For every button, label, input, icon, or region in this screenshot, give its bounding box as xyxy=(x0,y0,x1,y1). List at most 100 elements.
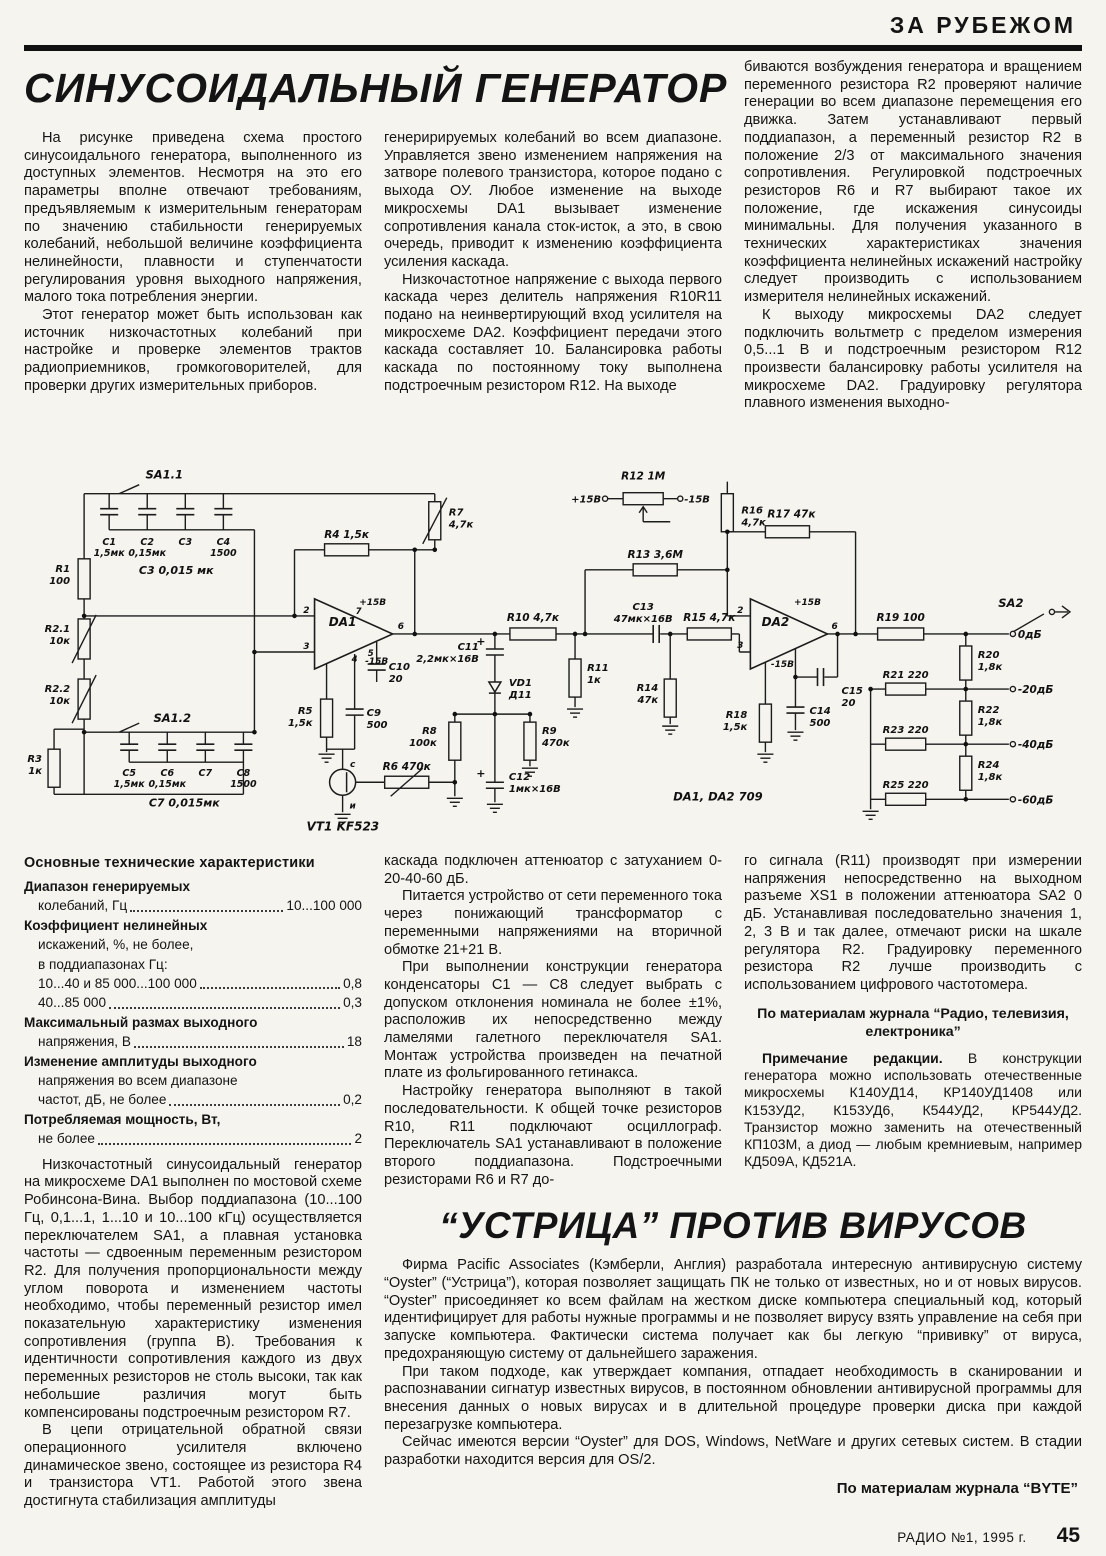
article1-title: СИНУСОИДАЛЬНЫЙ ГЕНЕРАТОР xyxy=(24,65,728,111)
spec-item: напряжения, В 18 xyxy=(24,1032,362,1051)
spec-leader xyxy=(133,1032,344,1048)
specs-title: Основные технические характеристики xyxy=(24,855,315,871)
schematic-label: -20дБ xyxy=(1018,684,1053,696)
schematic-label: С9 xyxy=(367,708,381,719)
schematic-label: 3 xyxy=(303,642,309,652)
schematic-label: Д11 xyxy=(508,690,532,701)
schematic-label: С15 xyxy=(842,686,863,697)
schematic-label: R20 xyxy=(978,650,1000,661)
spec-leader xyxy=(109,993,341,1009)
spec-label: 40...85 000 xyxy=(38,995,107,1011)
paragraph: При таком подходе, как утверждает компан… xyxy=(384,1363,1082,1433)
schematic-label: 1,8к xyxy=(978,772,1003,783)
schematic-label: R24 xyxy=(978,760,1000,771)
spec-value: 10...100 000 xyxy=(286,898,362,914)
resistors xyxy=(47,491,973,806)
schematic-label: R11 xyxy=(587,663,609,674)
spec-value: 18 xyxy=(346,1034,362,1050)
schematic-label: R22 xyxy=(978,705,1000,716)
spec-label: напряжения во всем диапазоне xyxy=(38,1073,238,1089)
diode-vd1 xyxy=(487,681,503,694)
schematic-label: 1,8к xyxy=(978,717,1003,728)
schematic-label: 47к xyxy=(636,695,658,706)
schematic-label: R15 4,7к xyxy=(683,612,736,624)
article1-column-3: биваются возбуждения генератора и вращен… xyxy=(744,59,1082,461)
bottom-section: Основные технические характеристики Диап… xyxy=(24,853,1082,1511)
schematic-label: 10к xyxy=(49,696,70,707)
schematic-label: DA1, DA2 709 xyxy=(673,789,762,803)
schematic-label: С3 xyxy=(179,537,193,548)
spec-item: Максимальный размах выходного xyxy=(24,1013,362,1032)
header-rule xyxy=(24,45,1082,51)
spec-item: Коэффициент нелинейных xyxy=(24,916,362,935)
schematic-label: +15В xyxy=(794,598,821,608)
transistor-vt1 xyxy=(328,768,357,797)
paragraph: Питается устройство от сети переменного … xyxy=(384,888,722,958)
journal-issue: РАДИО №1, 1995 г. xyxy=(897,1530,1027,1545)
schematic-label: 0,15мк xyxy=(148,779,186,790)
schematic-label: 2 xyxy=(737,606,743,616)
schematic-label: R18 xyxy=(726,710,748,721)
spec-item: Изменение амплитуды выходного xyxy=(24,1052,362,1071)
schematic-label: SA1.1 xyxy=(145,468,183,482)
schematic-label: + xyxy=(476,635,485,648)
schematic-label: 1мк×16В xyxy=(509,784,561,795)
article1-column-2: генеририруемых колебаний во всем диапазо… xyxy=(384,130,722,396)
schematic-label: 5 xyxy=(368,649,374,659)
spec-label: напряжения, В xyxy=(38,1034,131,1050)
schematic-label: 4 xyxy=(351,655,358,665)
schematic-label: 1500 xyxy=(230,779,257,790)
schematic-label: R2.2 xyxy=(45,684,70,695)
schematic-label: +15В xyxy=(571,495,601,506)
schematic-label: 20 xyxy=(842,698,856,709)
page-number: 45 xyxy=(1056,1524,1080,1547)
schematic-label: С8 xyxy=(237,768,251,779)
schematic-label: + xyxy=(476,767,485,780)
schematic-label: С6 xyxy=(160,768,174,779)
opamp-da1 xyxy=(313,597,395,671)
schematic-label: SA1.2 xyxy=(153,711,191,725)
schematic-label: 1к xyxy=(28,766,42,777)
specs-block: Основные технические характеристики Диап… xyxy=(24,855,362,1149)
schematic-label: R2.1 xyxy=(45,624,70,635)
schematic-label: R1 xyxy=(55,564,70,575)
schematic-label: R12 1M xyxy=(621,471,666,483)
schematic-label: С1 xyxy=(102,537,116,548)
opamp-da2 xyxy=(749,597,830,671)
schematic-label: 470к xyxy=(541,738,570,749)
schematic-label: R9 xyxy=(542,726,557,737)
schematic-label: DA2 xyxy=(762,615,790,629)
schematic-label: VD1 xyxy=(509,678,532,689)
spec-leader xyxy=(199,974,341,990)
schematic-label: 100 xyxy=(49,576,70,587)
spec-label: частот, дБ, не более xyxy=(38,1092,167,1108)
paragraph: В цепи отрицательной обратной связи опер… xyxy=(24,1422,362,1510)
spec-item: Потребляемая мощность, Вт, xyxy=(24,1110,362,1129)
schematic-label: 1,5мк xyxy=(94,548,126,559)
paragraph: го сигнала (R11) производят при измерени… xyxy=(744,853,1082,993)
schematic-label: С13 xyxy=(633,602,654,613)
spec-label: в поддиапазонах Гц: xyxy=(38,956,168,972)
schematic-label: 100к xyxy=(409,738,437,749)
spec-label: Коэффициент нелинейных xyxy=(24,917,208,933)
spec-label: Диапазон генерируемых xyxy=(24,879,191,894)
schematic-label: 500 xyxy=(367,720,388,731)
article1-top: СИНУСОИДАЛЬНЫЙ ГЕНЕРАТОР На рисунке прив… xyxy=(24,59,1082,461)
schematic-label: R10 4,7к xyxy=(507,612,560,624)
bottom-right-column: го сигнала (R11) производят при измерени… xyxy=(744,853,1082,1189)
editor-note-text: В конструкции генератора можно использов… xyxy=(744,1049,1082,1170)
schematic-label: -60дБ xyxy=(1018,794,1053,806)
schematic-label: -15В xyxy=(684,495,710,506)
schematic-label: С4 xyxy=(217,537,231,548)
paragraph: К выходу микросхемы DA2 следует подключи… xyxy=(744,306,1082,412)
paragraph: Сейчас имеются версии “Oyster” для DOS, … xyxy=(384,1434,1082,1469)
bottom-left-text: Низкочастотный синусоидальный генератор … xyxy=(24,1157,362,1511)
schematic-label: 3 xyxy=(737,641,743,651)
schematic-label: R3 xyxy=(27,754,42,765)
article1-columns: На рисунке приведена схема простого сину… xyxy=(24,130,722,396)
schematic-label: R19 100 xyxy=(877,612,925,624)
